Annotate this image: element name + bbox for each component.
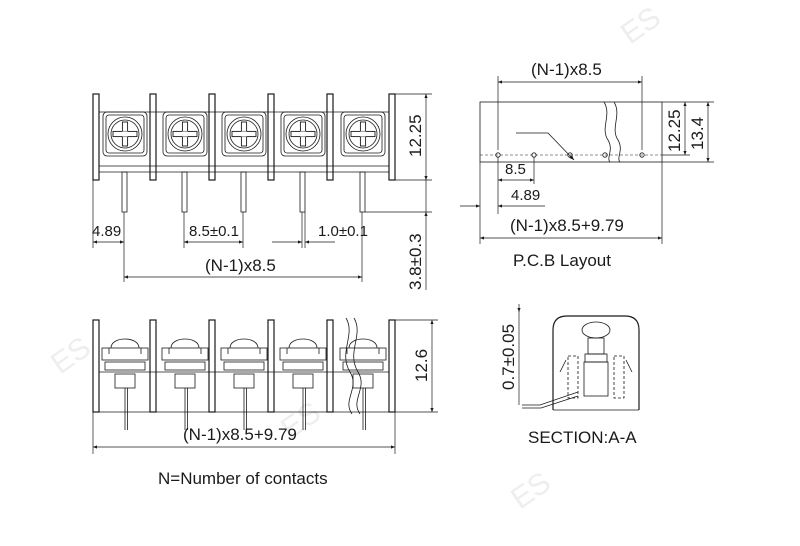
pcb-dim-edge-label: 4.89: [511, 187, 540, 204]
terminal-icon: [101, 338, 149, 431]
pcb-layout-title: P.C.B Layout: [513, 251, 611, 270]
pcb-dim-top-label: (N-1)x8.5: [531, 60, 602, 79]
end-wall-right: [388, 93, 396, 181]
screw-icon: [162, 111, 208, 157]
watermark-mark: ES: [45, 331, 97, 381]
top-view: 4.89 8.5±0.1 1.0±0.1 (N-1)x8.5 12.25 3.8…: [92, 93, 432, 290]
dim-edge-label: 4.89: [92, 223, 121, 240]
end-wall-left: [92, 93, 100, 181]
pcb-dim-h2-label: 13.4: [688, 117, 707, 150]
screw-icon: [102, 111, 148, 157]
watermark-mark: ES: [505, 466, 557, 516]
terminal-icon: [220, 338, 268, 431]
section-dim-label: 0.7±0.05: [499, 324, 518, 390]
front-view: 12.6 (N-1)x8.5+9.79: [92, 317, 438, 454]
dim-pinlen-label: 3.8±0.3: [406, 233, 425, 290]
pcb-dim-h1-label: 12.25: [665, 109, 684, 152]
dim-height-label: 12.25: [406, 114, 425, 157]
section-view: 0.7±0.05 SECTION:A-A: [499, 304, 640, 447]
pcb-outline: [479, 101, 663, 163]
screw-icon: [340, 111, 386, 157]
terminal-icon: [161, 338, 209, 431]
terminal-icon: [339, 338, 387, 431]
screw-icon: [221, 111, 267, 157]
dim-pin-label: 1.0±0.1: [318, 223, 368, 240]
contacts-note: N=Number of contacts: [158, 469, 328, 488]
screw-icon: [280, 111, 326, 157]
separator-walls: [149, 93, 334, 181]
pcb-layout: (N-1)x8.5 12.25 13.4 8.5 4.89 (N-1)x8.5+…: [460, 60, 714, 270]
dim-span-label: (N-1)x8.5: [205, 256, 276, 275]
front-dim-total-label: (N-1)x8.5+9.79: [183, 425, 297, 444]
pins: [121, 171, 366, 213]
section-title: SECTION:A-A: [528, 428, 637, 447]
watermark-mark: ES: [615, 1, 667, 51]
dim-pitch-label: 8.5±0.1: [189, 223, 239, 240]
front-dim-height-label: 12.6: [412, 349, 431, 382]
pcb-dim-total-label: (N-1)x8.5+9.79: [510, 216, 624, 235]
pcb-dim-pitch-label: 8.5: [505, 161, 526, 178]
